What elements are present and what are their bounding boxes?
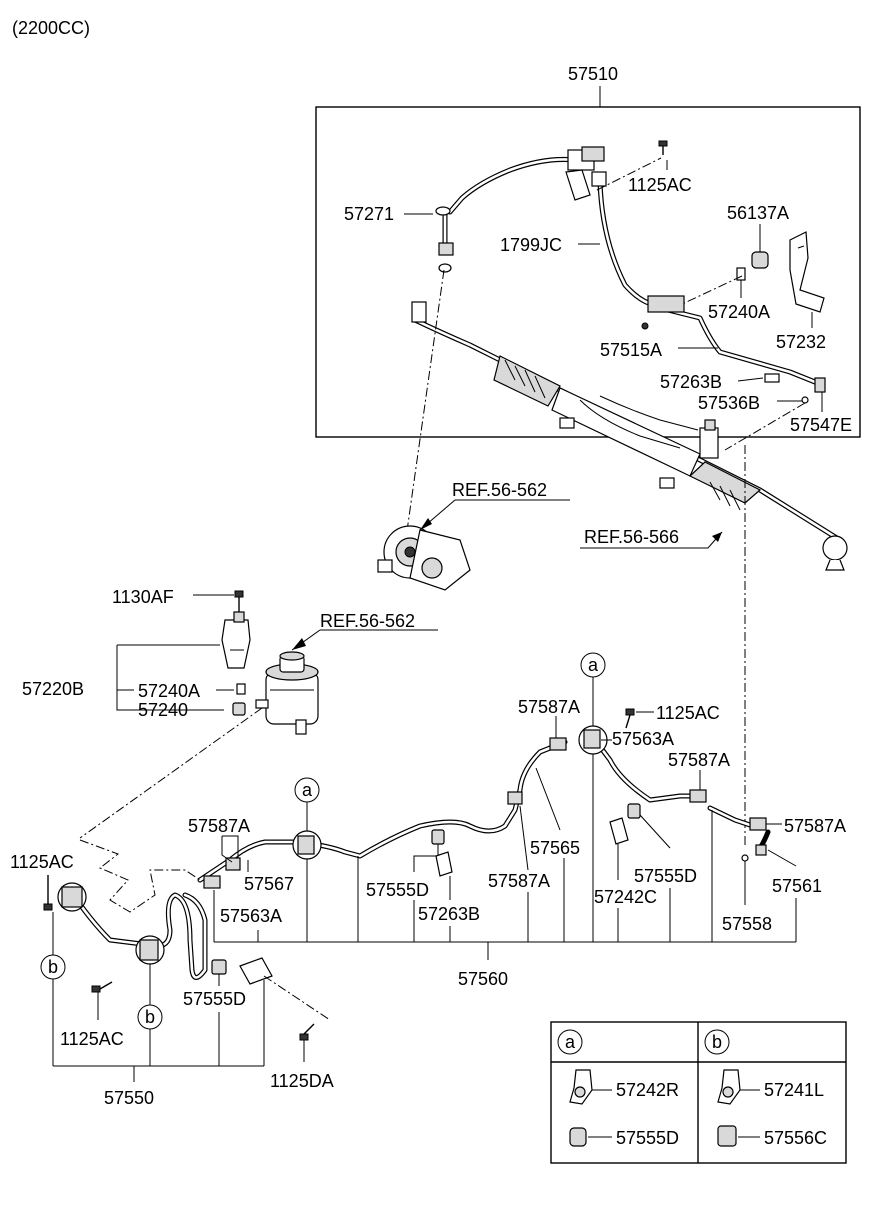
label-1799jc: 1799JC bbox=[500, 235, 562, 255]
label-57567: 57567 bbox=[244, 874, 294, 894]
label-1125ac-mid: 1125AC bbox=[656, 703, 720, 723]
legend-a-item1: 57242R bbox=[616, 1080, 679, 1100]
label-1125ac-top: 1125AC bbox=[628, 175, 692, 195]
plug-57240a-icon bbox=[236, 683, 246, 695]
grommet-2-icon bbox=[627, 803, 641, 819]
label-ref-reservoir: REF.56-562 bbox=[320, 611, 415, 631]
reservoir-bracket-icon bbox=[221, 611, 251, 669]
tube-57515a-icon bbox=[641, 295, 826, 393]
label-57587a-4: 57587A bbox=[188, 816, 250, 836]
legend-a-item2: 57555D bbox=[616, 1128, 679, 1148]
grommet-1-icon bbox=[431, 829, 445, 845]
pressure-hose-icon bbox=[435, 146, 658, 308]
bolt-mid-icon bbox=[625, 708, 635, 729]
bolt-icon bbox=[658, 140, 668, 170]
label-ref-gear: REF.56-566 bbox=[584, 527, 679, 547]
label-57560: 57560 bbox=[458, 969, 508, 989]
grommet-57555d-legend-icon bbox=[569, 1127, 587, 1147]
label-57555d-2: 57555D bbox=[634, 866, 697, 886]
reservoir-icon bbox=[255, 651, 319, 735]
label-57232: 57232 bbox=[776, 332, 826, 352]
label-57240: 57240 bbox=[138, 700, 188, 720]
marker-b-left-text: b bbox=[48, 957, 58, 977]
legend-marker-a bbox=[557, 1029, 583, 1055]
legend-marker-b bbox=[704, 1029, 730, 1055]
marker-b-bot-text: b bbox=[145, 1007, 155, 1027]
grommet-57556c-legend-icon bbox=[717, 1125, 737, 1147]
label-57220b: 57220B bbox=[22, 679, 84, 699]
label-1125ac-bot: 1125AC bbox=[60, 1029, 124, 1049]
label-57510: 57510 bbox=[568, 64, 618, 84]
legend-b-marker: b bbox=[712, 1032, 722, 1052]
label-1125da: 1125DA bbox=[270, 1071, 334, 1091]
grommet-3-icon bbox=[211, 959, 227, 975]
bolt-left-icon bbox=[43, 875, 53, 911]
label-57565: 57565 bbox=[530, 838, 580, 858]
label-1125ac-left: 1125AC bbox=[10, 852, 74, 872]
engine-label: (2200CC) bbox=[12, 18, 90, 38]
label-57563a-1: 57563A bbox=[612, 729, 674, 749]
label-57547e: 57547E bbox=[790, 415, 852, 435]
label-57263b-bot: 57263B bbox=[418, 904, 480, 924]
label-57558: 57558 bbox=[722, 914, 772, 934]
seal-57558-icon bbox=[741, 854, 749, 862]
label-57263b-top: 57263B bbox=[660, 372, 722, 392]
bracket-57241l-icon bbox=[717, 1069, 741, 1105]
steering-gear-icon bbox=[411, 301, 848, 571]
label-57587a-1: 57587A bbox=[518, 697, 580, 717]
cooler-leaders bbox=[52, 979, 265, 1082]
label-1130af: 1130AF bbox=[112, 587, 174, 607]
label-57587a-2: 57587A bbox=[668, 750, 730, 770]
seal-57536b-icon bbox=[801, 396, 809, 404]
label-57550: 57550 bbox=[104, 1088, 154, 1108]
bracket-57263b-icon bbox=[435, 851, 453, 877]
clamp-56137a-icon bbox=[751, 251, 769, 269]
bolt-bot-icon bbox=[91, 981, 113, 993]
power-steering-pump-icon bbox=[377, 525, 471, 591]
label-57240a-top: 57240A bbox=[708, 302, 770, 322]
label-57240a-res: 57240A bbox=[138, 681, 200, 701]
label-57536b: 57536B bbox=[698, 393, 760, 413]
label-57587a-5: 57587A bbox=[488, 871, 550, 891]
label-57515a: 57515A bbox=[600, 340, 662, 360]
hose-57561-icon bbox=[755, 829, 771, 856]
bracket-57242r-icon bbox=[569, 1069, 593, 1105]
label-ref-pump: REF.56-562 bbox=[452, 480, 547, 500]
cooler-pipe-icon bbox=[57, 839, 208, 980]
label-56137a: 56137A bbox=[727, 203, 789, 223]
bracket-57232-icon bbox=[789, 231, 825, 313]
bolt-1125da-icon bbox=[299, 1023, 315, 1041]
label-57587a-3: 57587A bbox=[784, 816, 846, 836]
legend-table: a b 57242R 57555D 57241L 57556C bbox=[550, 1021, 847, 1164]
bracket-57242c-icon bbox=[609, 817, 629, 845]
legend-a-marker: a bbox=[565, 1032, 576, 1052]
legend-b-item2: 57556C bbox=[764, 1128, 827, 1148]
label-57555d-3: 57555D bbox=[183, 989, 246, 1009]
label-57561: 57561 bbox=[772, 876, 822, 896]
return-line-leaders bbox=[213, 754, 797, 960]
bracket-a-left-icon bbox=[292, 830, 322, 860]
label-57242c: 57242C bbox=[594, 887, 657, 907]
return-pipe-icon bbox=[197, 737, 767, 889]
bolt-1130af-icon bbox=[234, 590, 244, 612]
legend-b-item1: 57241L bbox=[764, 1080, 824, 1100]
label-57271: 57271 bbox=[344, 204, 394, 224]
marker-a-left-text: a bbox=[302, 780, 313, 800]
steering-gear-assembly-box: 57510 bbox=[315, 64, 861, 438]
cap-57240-icon bbox=[232, 702, 246, 716]
marker-a-top-text: a bbox=[588, 655, 599, 675]
clip-bracket-icon bbox=[239, 957, 273, 985]
label-57555d-1: 57555D bbox=[366, 880, 429, 900]
label-57563a-2: 57563A bbox=[220, 906, 282, 926]
